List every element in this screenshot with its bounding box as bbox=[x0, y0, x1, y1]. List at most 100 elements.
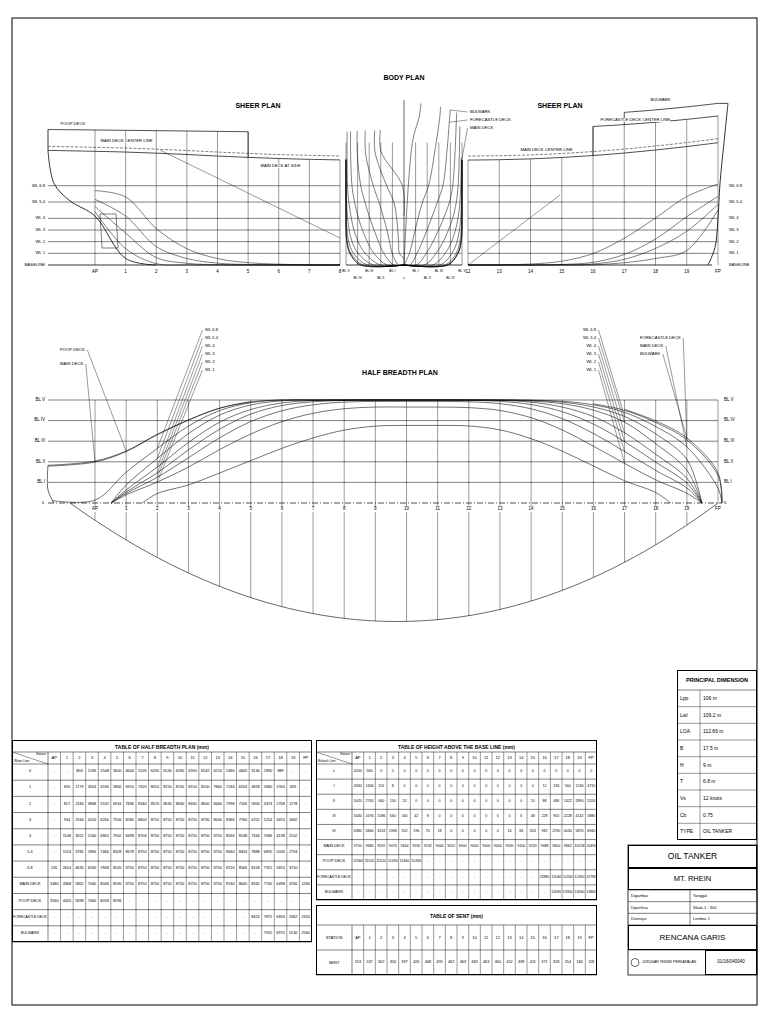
table-header: 19 bbox=[577, 756, 581, 760]
table-cell: 5140 bbox=[88, 835, 96, 839]
table-cell: - bbox=[451, 860, 452, 864]
table-cell: 3480 bbox=[50, 883, 58, 887]
table-cell: 8740 bbox=[226, 883, 234, 887]
table-cell: - bbox=[66, 932, 67, 936]
station-number: 5 bbox=[249, 507, 252, 512]
table-header: 3 bbox=[392, 756, 394, 760]
table-cell: 426 bbox=[413, 961, 419, 965]
station-line bbox=[686, 119, 687, 265]
waterline-label: WL 4 bbox=[205, 344, 215, 348]
center-line bbox=[48, 503, 722, 504]
table-rule bbox=[527, 752, 528, 900]
table-row-header: BULWARK bbox=[325, 891, 343, 895]
table-cell: 7244 bbox=[226, 786, 234, 790]
table-cell: 8750 bbox=[176, 867, 184, 871]
table-cell: 817 bbox=[64, 803, 70, 807]
table-cell: 5896 bbox=[88, 851, 96, 855]
title-block-entry: JURUSAN TEKNIK PERKAPALAN bbox=[642, 961, 696, 965]
table-rule bbox=[12, 925, 312, 926]
table-rule bbox=[274, 752, 275, 942]
station-number: 13 bbox=[497, 507, 503, 512]
waterline bbox=[48, 202, 340, 203]
table-cell: 6530 bbox=[163, 770, 171, 774]
table-rule bbox=[375, 752, 376, 900]
table-rule bbox=[562, 925, 563, 975]
station-number: 1 bbox=[125, 507, 128, 512]
table-cell: - bbox=[255, 932, 256, 936]
table-cell: 0 bbox=[427, 785, 429, 789]
table-rule bbox=[12, 893, 312, 894]
rudder-outline bbox=[100, 214, 118, 248]
table-cell: - bbox=[474, 876, 475, 880]
table-cell: - bbox=[381, 891, 382, 895]
table-cell: 13860 bbox=[586, 891, 596, 895]
table-cell: - bbox=[305, 851, 306, 855]
dimension-entry: 6.8 m bbox=[703, 779, 716, 784]
station-number: 2 bbox=[155, 270, 158, 275]
buttock-label: BL IV bbox=[446, 277, 455, 281]
title-block-entry: Lembar 1 bbox=[693, 917, 710, 921]
table-cell: 2548 bbox=[100, 770, 108, 774]
table-cell: 6266 bbox=[100, 819, 108, 823]
station-line bbox=[655, 122, 656, 265]
table-cell: 6916 bbox=[113, 803, 121, 807]
table-cell: 0 bbox=[567, 770, 569, 774]
table-cell: 8328 bbox=[113, 851, 121, 855]
table-header: 13 bbox=[215, 756, 219, 760]
table-cell: 7836 bbox=[125, 803, 133, 807]
table-cell: 194 bbox=[553, 785, 559, 789]
buttock-label: BL II bbox=[377, 277, 385, 281]
station-number: 4 bbox=[218, 507, 221, 512]
table-cell: 8750 bbox=[188, 851, 196, 855]
table-rule bbox=[73, 752, 74, 942]
table-cell: 0 bbox=[497, 815, 499, 819]
table-rule bbox=[398, 752, 399, 900]
table-cell: 0 bbox=[579, 770, 581, 774]
table-rule bbox=[573, 752, 574, 900]
table-cell: 8720 bbox=[226, 867, 234, 871]
table-row-header: FORECASTLE DECK bbox=[317, 876, 351, 880]
station-number: 16 bbox=[590, 270, 595, 275]
table-cell: 8750 bbox=[151, 851, 159, 855]
table-cell: 8750 bbox=[138, 851, 146, 855]
table-cell: 463 bbox=[460, 961, 466, 965]
table-cell: - bbox=[305, 835, 306, 839]
waterline-curve bbox=[625, 409, 722, 503]
table-cell: 8600 bbox=[138, 819, 146, 823]
table-header: FP bbox=[589, 756, 594, 760]
table-grids bbox=[12, 690, 757, 975]
table-header: 13 bbox=[507, 756, 511, 760]
leader-line bbox=[462, 128, 468, 159]
table-cell: 3848 bbox=[88, 803, 96, 807]
table-rule bbox=[677, 823, 757, 824]
table-rule bbox=[677, 806, 757, 807]
table-rule bbox=[410, 925, 411, 975]
deck-note: POOP DECK bbox=[60, 122, 86, 126]
table-cell: - bbox=[192, 932, 193, 936]
leader-line bbox=[157, 370, 202, 482]
table-rule bbox=[387, 925, 388, 975]
waterline-label: WL 2 bbox=[729, 240, 739, 244]
table-cell: 8750 bbox=[176, 835, 184, 839]
leader-line bbox=[157, 346, 202, 467]
data-table: TABLE OF SENT (mm) bbox=[316, 905, 597, 975]
table-cell: - bbox=[427, 876, 428, 880]
table-cell: 9132 bbox=[424, 845, 432, 849]
table-cell: 397 bbox=[401, 961, 407, 965]
table-cell: 8750 bbox=[201, 867, 209, 871]
deck-note: BULWARK bbox=[470, 110, 490, 114]
table-cell: 5860 bbox=[113, 786, 121, 790]
title-cell: MT. RHEIN bbox=[628, 868, 757, 890]
table-cell: 42 bbox=[414, 815, 418, 819]
table-header: 7 bbox=[438, 756, 440, 760]
waterline-label: WL 2 bbox=[586, 360, 596, 364]
table-cell: 8750 bbox=[201, 851, 209, 855]
table-rule bbox=[677, 773, 757, 774]
leader-line bbox=[663, 354, 687, 438]
table-cell: 371 bbox=[541, 961, 547, 965]
transom-outline bbox=[47, 465, 54, 503]
buttock-label: BL II bbox=[423, 277, 431, 281]
table-cell: 8750 bbox=[213, 867, 221, 871]
diagonal-line bbox=[468, 195, 560, 265]
title-cell: OIL TANKER bbox=[628, 845, 757, 868]
